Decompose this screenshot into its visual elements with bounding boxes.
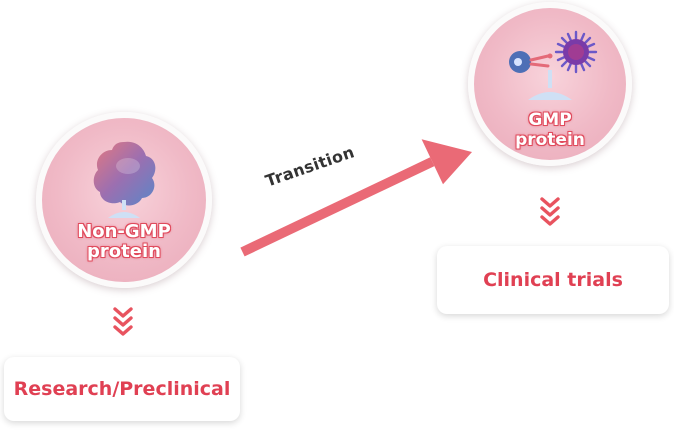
- chevron-double-down-icon: [540, 197, 560, 226]
- non-gmp-protein-node: Non-GMP protein: [36, 112, 212, 288]
- clinical-trials-card: Clinical trials: [437, 246, 669, 314]
- protein-icon: [93, 141, 156, 218]
- transition-arrow-head: [421, 139, 472, 185]
- non-gmp-label-line-1: Non-GMP: [77, 221, 171, 242]
- gmp-label-line-1: GMP: [528, 110, 572, 130]
- antibody-virus-icon: [509, 30, 598, 100]
- research-preclinical-label: Research/Preclinical: [13, 378, 231, 400]
- research-preclinical-card: Research/Preclinical: [4, 357, 240, 421]
- chevron-double-down-icon: [113, 307, 133, 336]
- non-gmp-protein-label: Non-GMP protein: [42, 222, 206, 262]
- non-gmp-label-line-2: protein: [87, 241, 161, 262]
- gmp-protein-label: GMP protein: [474, 110, 626, 150]
- gmp-protein-node: GMP protein: [468, 2, 632, 166]
- gmp-label-line-2: protein: [515, 130, 585, 150]
- clinical-trials-label: Clinical trials: [483, 269, 623, 291]
- transition-arrow-shaft: [240, 157, 435, 257]
